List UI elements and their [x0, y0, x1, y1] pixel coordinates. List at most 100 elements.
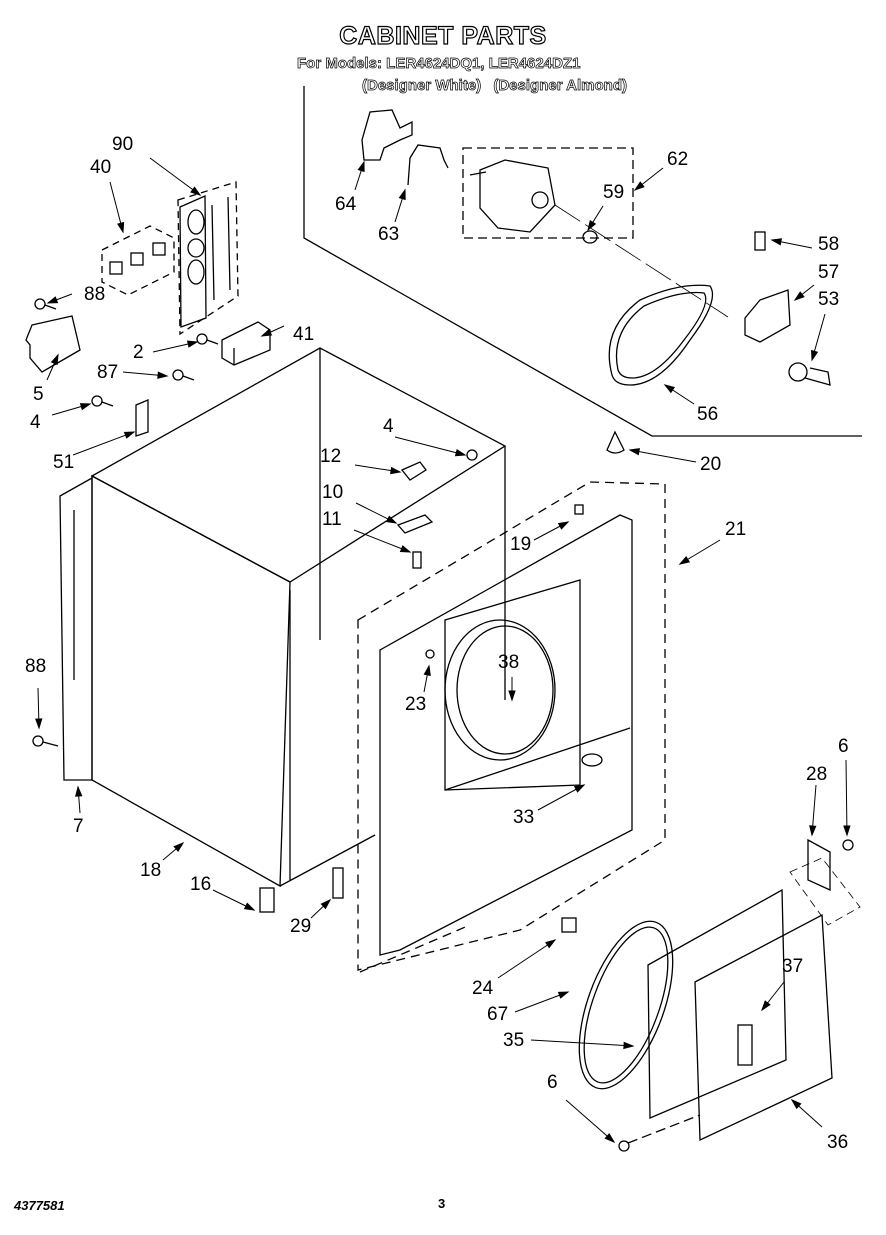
leader-line-6	[565, 1099, 615, 1143]
idler-pulley-part-53	[788, 362, 831, 386]
part-number-label-67: 67	[487, 1004, 508, 1025]
hinge-part-28	[807, 838, 831, 892]
document-number: 4377581	[14, 1198, 65, 1213]
idler-bracket-part-57	[744, 289, 791, 343]
arrowhead-icon	[678, 555, 691, 565]
leader-line-51	[72, 431, 135, 456]
part-number-label-41: 41	[293, 324, 314, 345]
arrowhead-icon	[454, 449, 467, 457]
arrowhead-icon	[75, 785, 83, 797]
door-seal-part-67	[578, 920, 674, 1090]
screw-part-58	[754, 231, 766, 251]
arrowhead-icon	[628, 448, 641, 456]
screw-part-4-left	[91, 395, 114, 407]
hinge-mount-outline	[789, 857, 861, 926]
screw-part-11	[412, 551, 422, 569]
screw-part-4-right	[466, 449, 478, 461]
arrowhead-icon	[320, 898, 332, 910]
part-number-label-33: 33	[513, 807, 534, 828]
arrowhead-icon	[587, 219, 597, 232]
part-number-label-5: 5	[33, 384, 44, 405]
part-number-label-37: 37	[782, 956, 803, 977]
part-number-label-28: 28	[806, 764, 827, 785]
arrowhead-icon	[123, 431, 136, 439]
front-panel-part-21	[357, 481, 666, 971]
part-number-label-90: 90	[112, 134, 133, 155]
part-number-label-40: 40	[90, 157, 111, 178]
arrowhead-icon	[508, 690, 516, 702]
arrowhead-icon	[190, 186, 202, 196]
part-number-label-6: 6	[547, 1072, 558, 1093]
part-number-label-29: 29	[290, 916, 311, 937]
bracket-part-51	[135, 399, 149, 437]
arrowhead-icon	[357, 160, 365, 173]
part-number-label-23: 23	[405, 694, 426, 715]
arrowhead-icon	[623, 1041, 635, 1050]
catch-part-24	[561, 917, 577, 933]
arrowhead-icon	[663, 384, 675, 394]
part-number-label-21: 21	[725, 519, 746, 540]
arrowhead-icon	[423, 664, 431, 677]
switch-part-10	[396, 514, 434, 534]
arrowhead-icon	[157, 371, 169, 379]
screw-part-2	[196, 333, 219, 345]
screw-part-6-top	[842, 839, 854, 851]
part-number-label-64: 64	[335, 194, 357, 215]
part-number-label-59: 59	[603, 182, 624, 203]
models-line: For Models: LER4624DQ1, LER4624DZ1	[297, 55, 581, 73]
part-number-label-38: 38	[498, 652, 519, 673]
arrowhead-icon	[35, 718, 43, 730]
part-number-label-36: 36	[827, 1132, 848, 1153]
arrowhead-icon	[186, 340, 199, 348]
color-variants: (Designer White) (Designer Almond)	[362, 77, 635, 95]
arrowhead-icon	[545, 939, 557, 949]
part-number-label-24: 24	[472, 978, 494, 999]
pulley-part-59	[582, 230, 598, 244]
control-bracket-part-90	[177, 181, 239, 336]
arrowhead-icon	[385, 515, 398, 524]
bracket-part-12	[400, 461, 427, 481]
switch-group-part-40	[101, 225, 175, 296]
motor-section-boundary	[303, 86, 862, 437]
part-number-label-20: 20	[700, 454, 721, 475]
glide-part-20	[606, 430, 625, 454]
leveling-leg-part-16	[259, 887, 275, 913]
leader-line-35	[530, 1039, 634, 1047]
part-number-label-56: 56	[697, 404, 718, 425]
part-number-label-63: 63	[378, 224, 399, 245]
clip-part-23	[425, 649, 435, 659]
part-number-label-4: 4	[383, 416, 394, 437]
arrowhead-icon	[604, 1132, 616, 1144]
part-number-label-57: 57	[818, 262, 839, 283]
leader-line-6	[845, 759, 848, 836]
arrowhead-icon	[557, 991, 570, 999]
screw-part-88-bottom	[32, 735, 59, 747]
part-number-label-51: 51	[53, 452, 74, 473]
motor-part-62	[462, 147, 634, 239]
part-number-label-88: 88	[25, 656, 46, 677]
clip-part-33	[581, 753, 603, 767]
screw-part-87	[172, 369, 195, 381]
part-number-label-35: 35	[503, 1030, 524, 1051]
arrowhead-icon	[809, 825, 817, 837]
drive-belt-part-56	[608, 284, 714, 386]
side-panel-part-7	[59, 476, 93, 781]
leader-line-11	[353, 529, 411, 553]
arrowhead-icon	[793, 291, 805, 301]
variant-white: (Designer White)	[362, 77, 482, 95]
terminal-block-part-41	[221, 321, 271, 366]
part-number-label-12: 12	[320, 446, 341, 467]
part-number-label-6: 6	[838, 736, 849, 757]
strike-part-29	[332, 867, 344, 899]
screw-part-88-top	[34, 298, 57, 310]
part-number-label-18: 18	[140, 860, 161, 881]
motor-bracket-part-64	[361, 109, 413, 161]
clip-part-19	[574, 504, 584, 515]
part-number-label-19: 19	[510, 534, 531, 555]
part-number-label-7: 7	[73, 816, 84, 837]
part-number-label-11: 11	[322, 509, 342, 530]
arrowhead-icon	[243, 902, 256, 911]
arrowhead-icon	[770, 238, 783, 246]
screw-part-6-bottom	[618, 1114, 701, 1152]
motor-clip-part-63	[407, 144, 449, 186]
